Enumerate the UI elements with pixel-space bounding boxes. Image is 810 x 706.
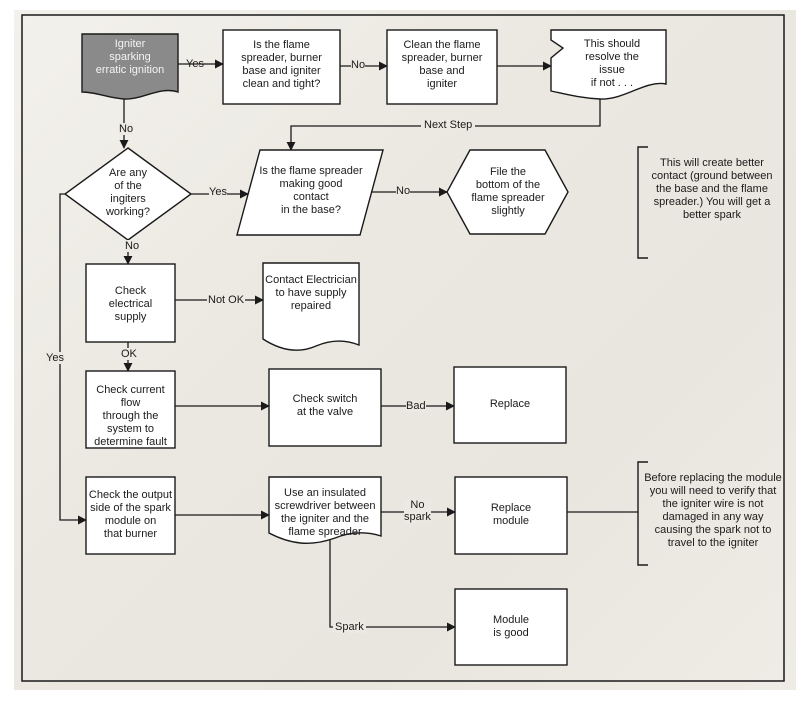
check-supply-label: Check electrical supply bbox=[108, 285, 153, 323]
check-switch-label: Check switch at the valve bbox=[292, 393, 358, 418]
screwdriver-node bbox=[268, 476, 382, 544]
clean-check-label: Is the flame spreader, burner base and i… bbox=[241, 39, 322, 90]
scanned-paper-background bbox=[14, 10, 796, 690]
check-output-label: Check the output side of the spark modul… bbox=[88, 489, 173, 540]
edge-spark bbox=[329, 540, 456, 632]
clean-action-label: Clean the flame spreader, burner base an… bbox=[401, 39, 483, 90]
edge-label-no-4: No bbox=[125, 240, 140, 252]
replace-label: Replace bbox=[489, 398, 531, 410]
check-supply-box bbox=[85, 263, 176, 343]
edge-label-ok: OK bbox=[121, 348, 137, 360]
electrician-node bbox=[262, 262, 360, 351]
note-contact-bracket bbox=[637, 146, 648, 259]
edge-label-no-3: No bbox=[396, 185, 411, 197]
electrician-label: Contact Electrician to have supply repai… bbox=[265, 274, 357, 312]
replace-box bbox=[453, 366, 567, 444]
resolve-label: This should resolve the issue if not . .… bbox=[583, 38, 641, 89]
note-contact-label: This will create better contact (ground … bbox=[651, 157, 773, 221]
file-label: File the bottom of the flame spreader sl… bbox=[471, 166, 545, 217]
edge-label-yes-3: Yes bbox=[46, 352, 64, 364]
edge-label-yes-1: Yes bbox=[186, 58, 204, 70]
replace-module-box bbox=[454, 476, 568, 555]
contact-decision bbox=[236, 149, 384, 236]
edge-label-no-2: No bbox=[119, 123, 134, 135]
edge-label-spark: Spark bbox=[333, 621, 366, 633]
note-module-bracket bbox=[637, 461, 648, 566]
page-frame bbox=[21, 14, 785, 682]
clean-action-box bbox=[386, 29, 498, 105]
screwdriver-label: Use an insulated screwdriver between the… bbox=[274, 487, 376, 538]
resolve-node bbox=[550, 29, 667, 100]
check-output-box bbox=[85, 476, 176, 555]
edge-label-yes-2: Yes bbox=[209, 186, 227, 198]
edge-label-next-step: Next Step bbox=[421, 119, 476, 131]
edge-label-not-ok: Not OK bbox=[207, 294, 246, 306]
edge-label-no-1: No bbox=[351, 59, 366, 71]
contact-label: Is the flame spreader making good contac… bbox=[259, 165, 363, 216]
check-flow-label: Check current flow through the system to… bbox=[94, 384, 167, 448]
edge-label-bad: Bad bbox=[406, 400, 426, 412]
replace-module-label: Replace module bbox=[490, 502, 532, 527]
note-module-label: Before replacing the module you will nee… bbox=[644, 472, 782, 549]
start-label: Igniter sparking erratic ignition bbox=[95, 38, 165, 76]
check-flow-box bbox=[85, 370, 176, 449]
module-good-label: Module is good bbox=[492, 614, 530, 639]
ingiters-label: Are any of the ingiters working? bbox=[105, 167, 151, 218]
module-good-box bbox=[454, 588, 568, 666]
edge-label-no-spark: No spark bbox=[404, 499, 431, 523]
